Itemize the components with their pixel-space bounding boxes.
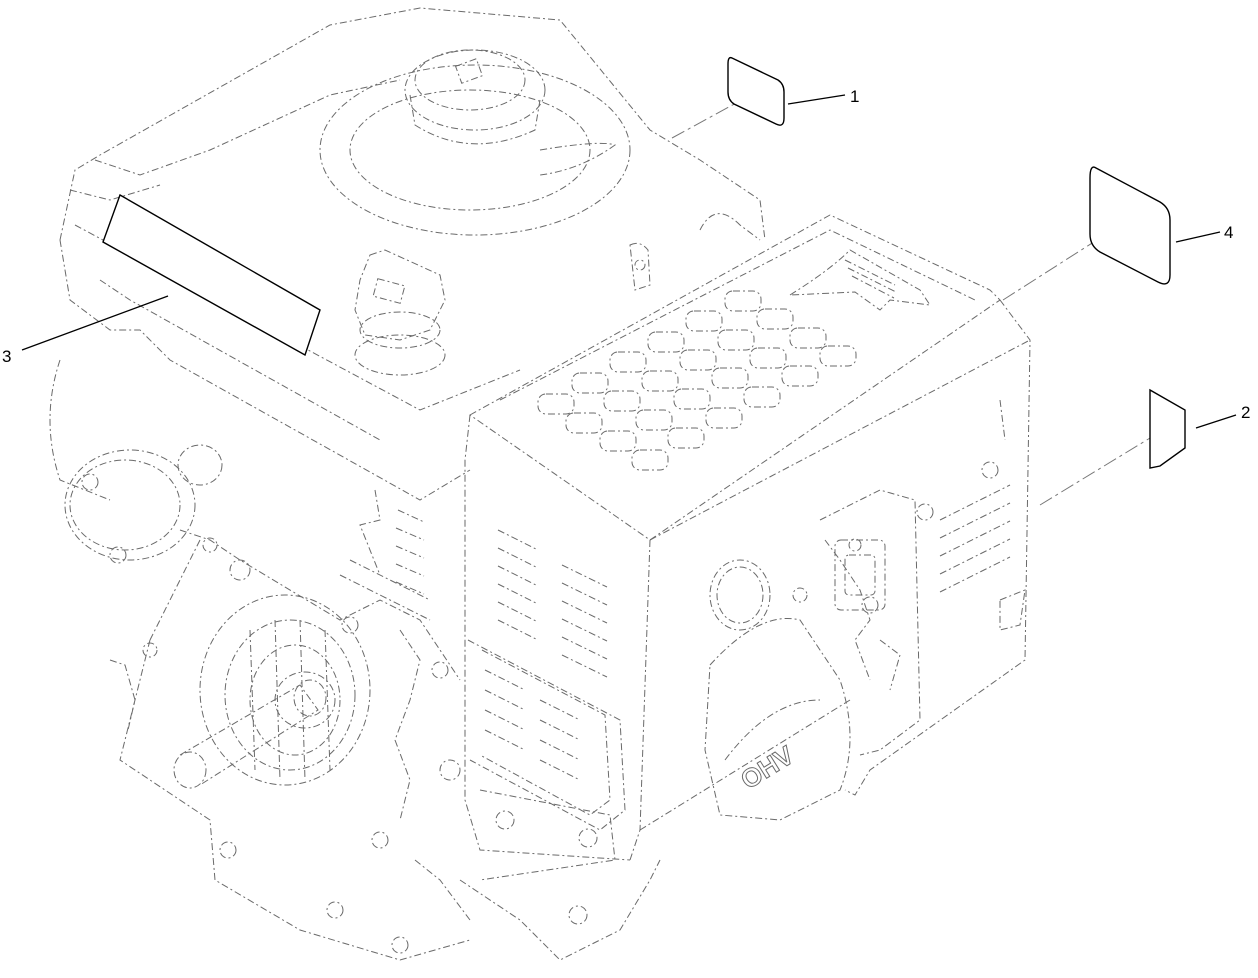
carburetor bbox=[792, 461, 999, 756]
fuel-cap bbox=[319, 49, 631, 236]
crankcase bbox=[109, 529, 471, 961]
callout-2: 2 bbox=[1241, 403, 1250, 422]
air-cleaner-cover: OHV bbox=[459, 214, 1031, 961]
side-vent-slots bbox=[939, 399, 1026, 631]
dipstick bbox=[354, 249, 446, 376]
decal-2 bbox=[1149, 388, 1186, 469]
decals bbox=[102, 56, 1186, 469]
decal-3 bbox=[102, 193, 321, 357]
phantom-lines bbox=[671, 101, 1156, 506]
crankshaft bbox=[173, 671, 336, 789]
engine-illustration: OHV bbox=[49, 7, 1031, 961]
callout-4: 4 bbox=[1224, 223, 1233, 242]
callout-leaders bbox=[21, 94, 1237, 429]
ohv-marking: OHV bbox=[735, 739, 799, 795]
callout-3: 3 bbox=[2, 347, 11, 366]
top-vent-grid bbox=[537, 290, 857, 471]
center-vents bbox=[339, 489, 431, 621]
callout-labels: 1 2 3 4 bbox=[2, 87, 1250, 422]
muffler-guard: OHV bbox=[704, 618, 851, 821]
callout-1: 1 bbox=[850, 87, 859, 106]
front-vent-slots bbox=[467, 529, 626, 831]
recoil-cover bbox=[49, 359, 223, 564]
decal-1 bbox=[727, 56, 785, 126]
decal-4 bbox=[1089, 166, 1171, 285]
